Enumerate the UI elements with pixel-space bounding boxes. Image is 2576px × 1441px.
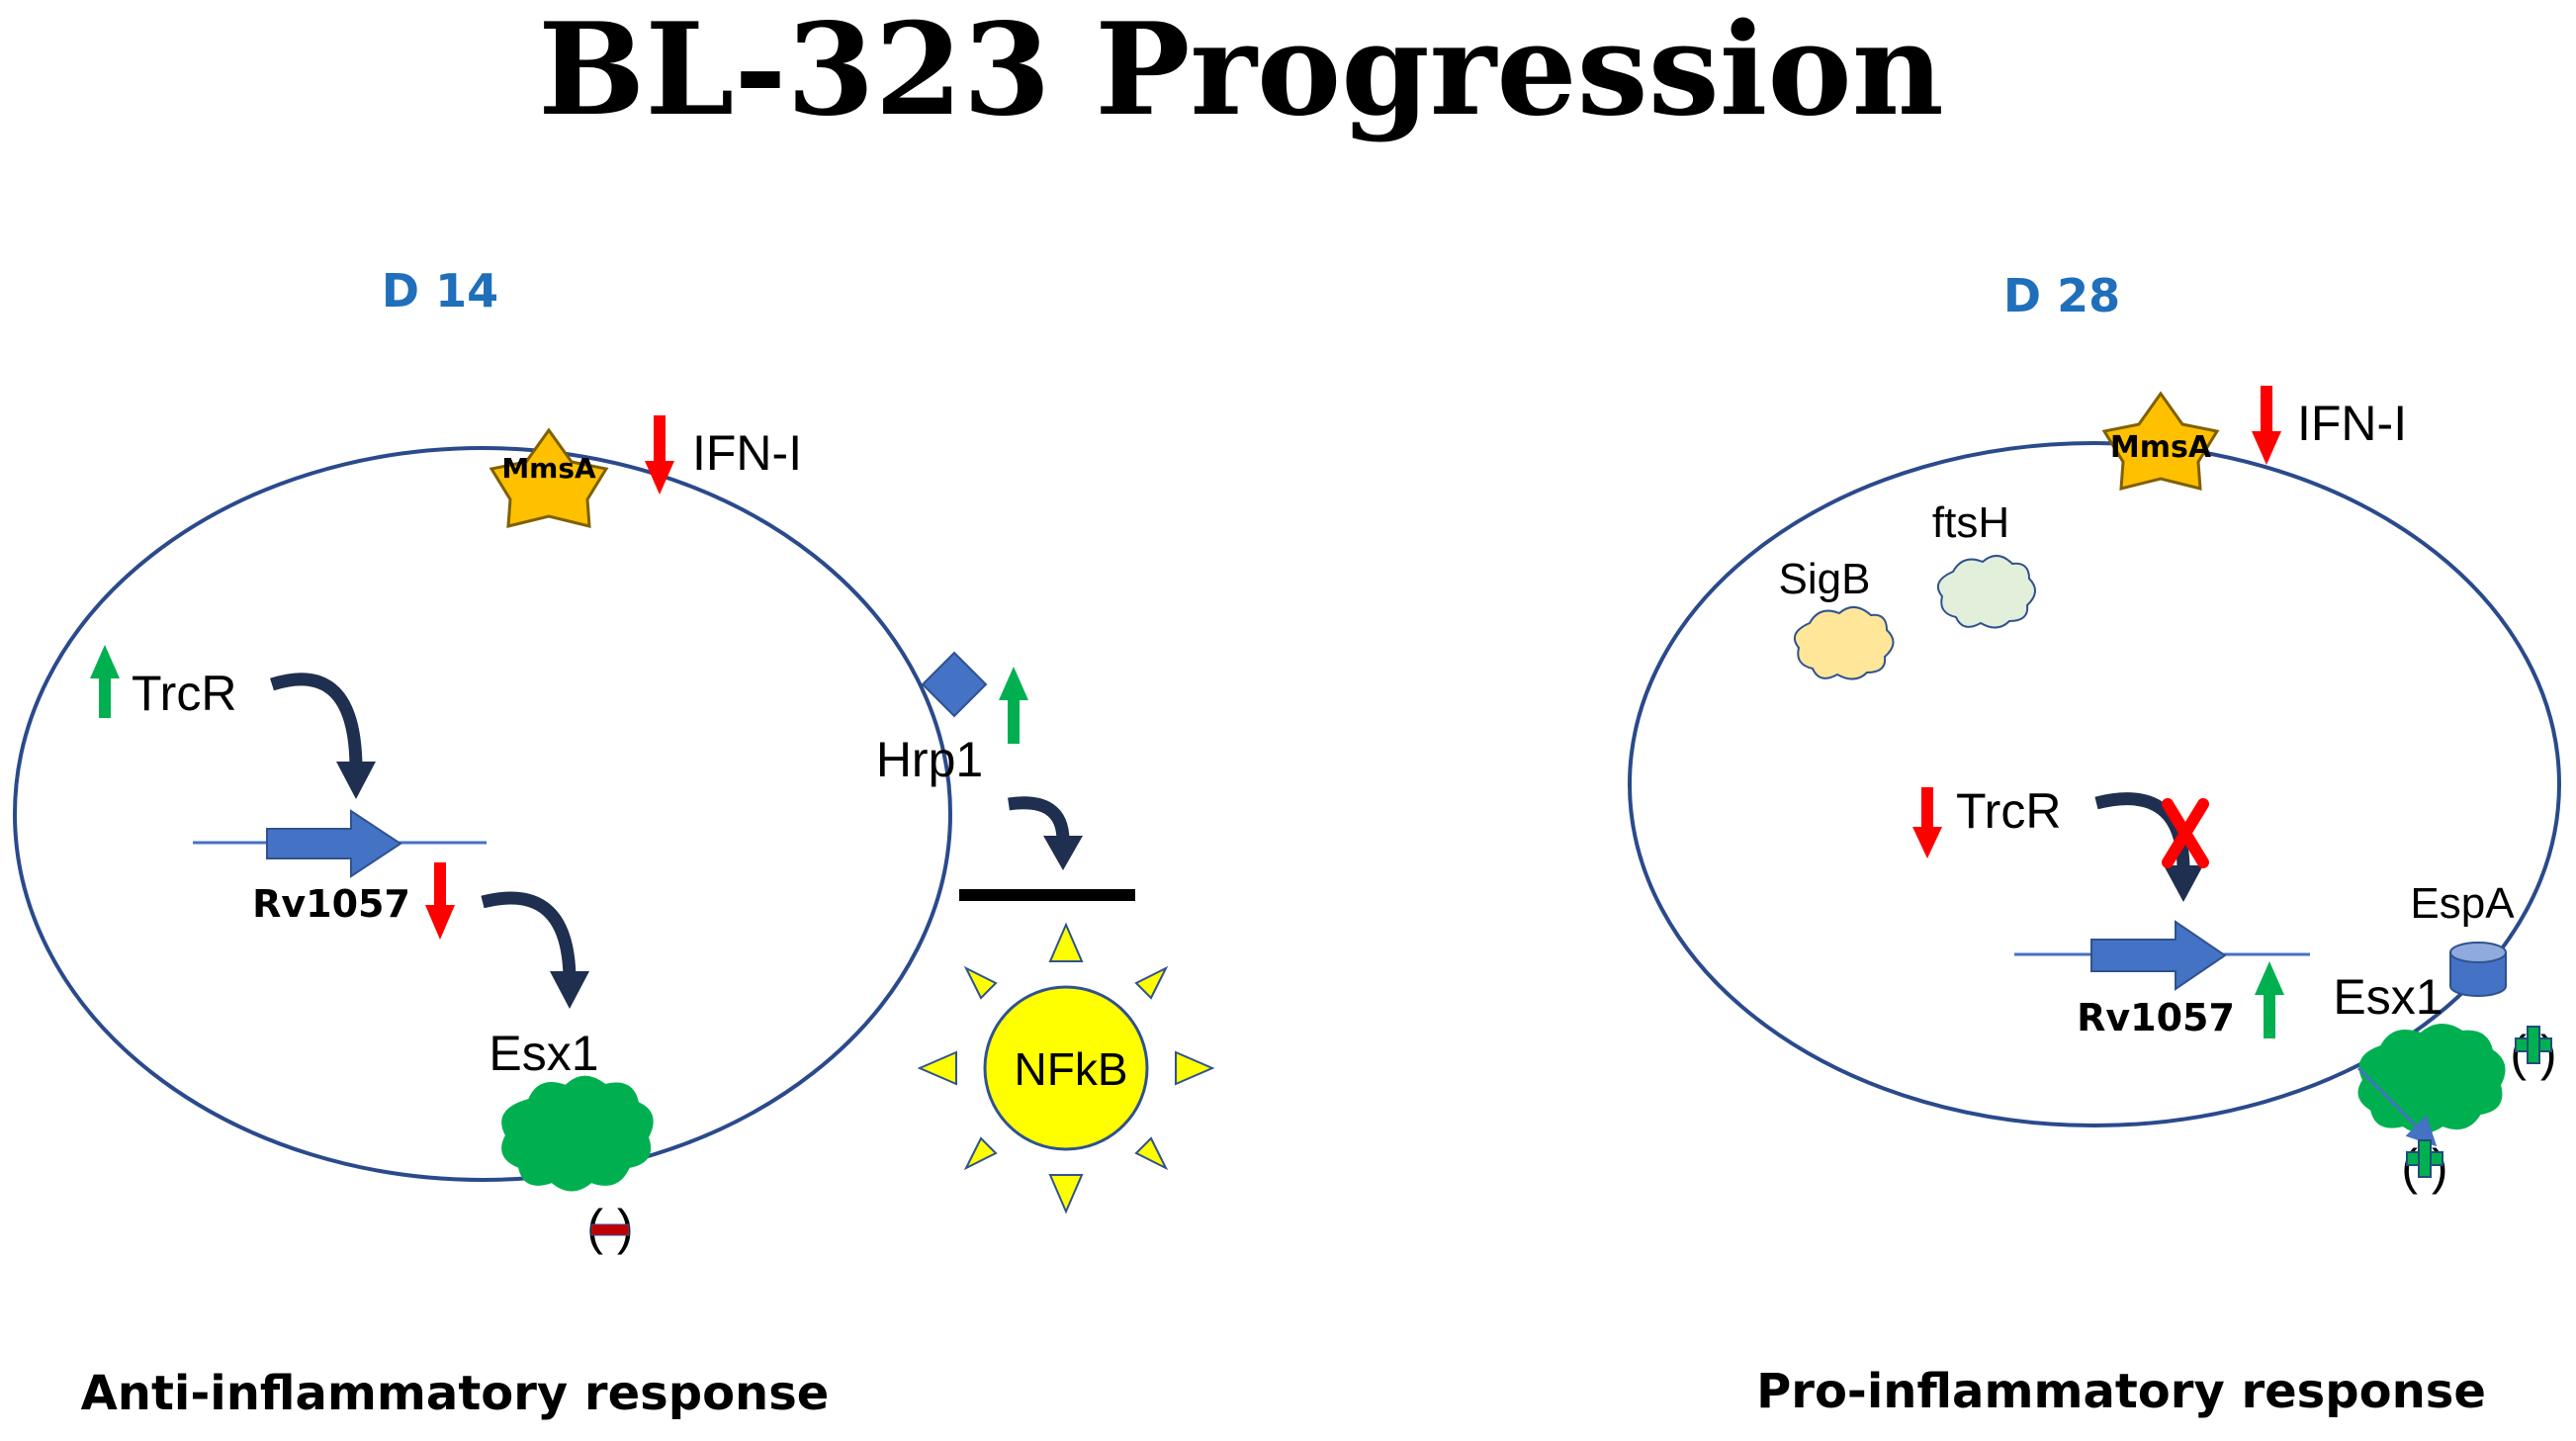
left-trcr-label: TrcR: [132, 666, 236, 721]
left-cell: [13, 446, 952, 1182]
right-ifn-label: IFN-I: [2297, 396, 2407, 451]
left-minus-icon: [590, 1223, 630, 1236]
left-mmsa-star: MmsA: [489, 427, 609, 528]
right-panel: D 28 MmsA IFN-I ftsH SigB TrcR: [1628, 269, 2561, 1419]
right-esx1-label: Esx1: [2333, 969, 2443, 1025]
left-ifn-label: IFN-I: [692, 425, 802, 481]
left-hrp1-diamond: [921, 651, 988, 718]
right-trcr-curved-arrow: [2094, 792, 2203, 902]
right-sigb-blob: [1793, 606, 1895, 680]
right-secretion-arrow: [2356, 1066, 2438, 1147]
left-rv1057-curved-arrow: [481, 891, 589, 1009]
left-rv1057-down-arrow: [425, 862, 455, 940]
left-esx1-blob: [501, 1075, 654, 1192]
right-mmsa-label: MmsA: [2110, 430, 2212, 465]
right-espa-label: EspA: [2410, 879, 2515, 928]
right-ifn-down-arrow: [2252, 386, 2281, 465]
left-esx1-label: Esx1: [489, 1026, 598, 1081]
right-rv1057-gene-arrow: [2090, 920, 2227, 991]
left-hrp1-curved-arrow: [1008, 796, 1083, 870]
left-hrp1-label: Hrp1: [876, 732, 983, 787]
right-esx1-blob: [2357, 1024, 2506, 1133]
left-nfkb-label: NFkB: [1015, 1043, 1128, 1095]
left-day-label: D 14: [382, 264, 498, 317]
right-rv1057-up-arrow: [2255, 961, 2284, 1038]
left-trcr-up-arrow: [90, 645, 120, 718]
right-rv1057-label: Rv1057: [2077, 996, 2235, 1039]
left-ifn-down-arrow: [645, 415, 674, 495]
right-ftsh-blob: [1936, 555, 2036, 629]
right-response-label: Pro-inflammatory response: [1756, 1364, 2486, 1419]
left-rv1057-label: Rv1057: [252, 882, 410, 926]
right-day-label: D 28: [2003, 269, 2120, 322]
left-nfkb-sun: NFkB: [917, 922, 1215, 1215]
right-plus-icon-2: [2406, 1139, 2443, 1178]
right-block-x-icon: [2162, 798, 2209, 868]
right-sigb-label: SigB: [1779, 555, 1871, 603]
left-response-label: Anti-inflammatory response: [81, 1366, 830, 1421]
figure-title: BL-323 Progression: [538, 0, 1944, 144]
left-panel: D 14 MmsA IFN-I TrcR Rv1057: [13, 264, 1215, 1421]
right-trcr-label: TrcR: [1956, 783, 2061, 839]
right-mmsa-star: MmsA: [2101, 391, 2220, 491]
left-mmsa-label: MmsA: [501, 452, 596, 485]
right-trcr-down-arrow: [1912, 787, 1942, 858]
left-trcr-curved-arrow: [270, 673, 376, 799]
right-ftsh-label: ftsH: [1932, 498, 2009, 547]
right-espa-cylinder: [2449, 942, 2507, 997]
left-hrp1-up-arrow: [999, 667, 1028, 744]
right-cell: [1628, 441, 2561, 1127]
left-rv1057-gene-arrow: [266, 809, 402, 878]
left-inhibition-bar: [959, 889, 1135, 901]
right-plus-icon-1: [2515, 1026, 2552, 1064]
